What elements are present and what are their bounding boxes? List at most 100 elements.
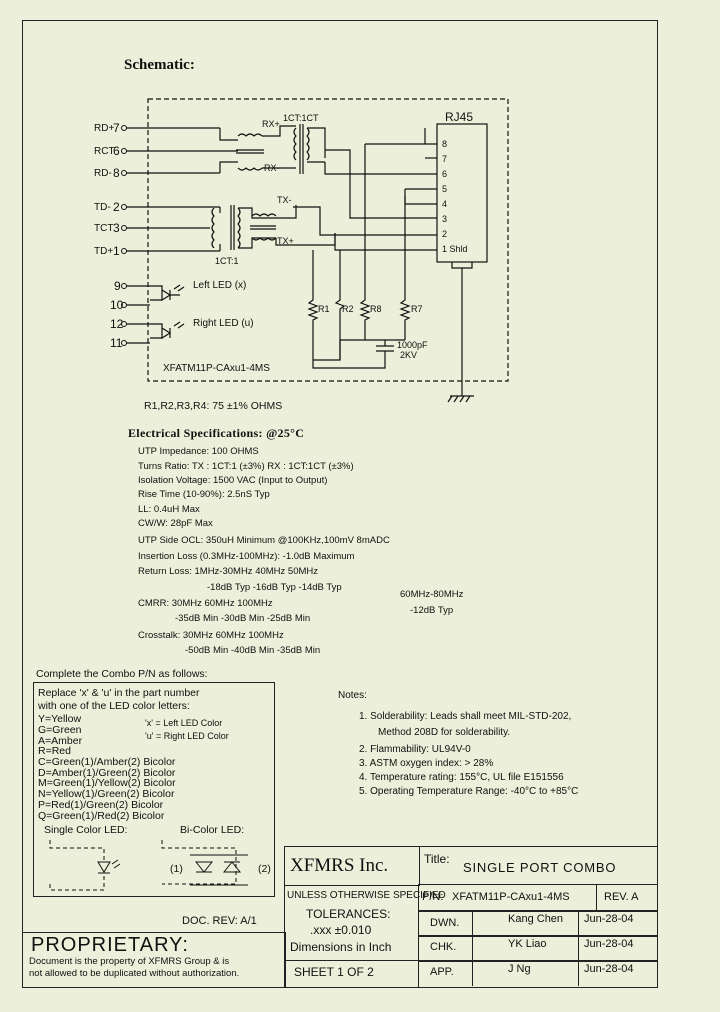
app-name: J Ng (508, 963, 531, 975)
right-led-label: Right LED (u) (193, 318, 254, 329)
led-pin-11: 11 (110, 336, 123, 350)
combo-line: Replace 'x' & 'u' in the part number (38, 687, 200, 699)
combo-line: A=Amber (38, 735, 83, 747)
schematic-title: Schematic: (124, 57, 195, 73)
note-item: Method 208D for solderability. (378, 727, 511, 738)
combo-line: with one of the LED color letters: (38, 700, 190, 712)
dwn-row (418, 910, 658, 937)
dwn-name: Kang Chen (508, 913, 564, 925)
note-item: 2. Flammability: UL94V-0 (359, 744, 471, 755)
tolerances-label: TOLERANCES: (306, 907, 391, 921)
spec-line: -18dB Typ -16dB Typ -14dB Typ (207, 582, 342, 593)
rx-minus-label: RX- (264, 163, 280, 173)
app-date: Jun-28-04 (584, 963, 634, 975)
unless-specified: UNLESS OTHERWISE SPECIFIED (287, 890, 446, 901)
proprietary-title: PROPRIETARY: (31, 934, 189, 956)
combo-heading: Complete the Combo P/N as follows: (36, 668, 208, 680)
rj45-label: RJ45 (445, 110, 474, 124)
single-led-label: Single Color LED: (44, 824, 128, 836)
led-pin-10: 10 (110, 298, 124, 312)
dimensions-unit: Dimensions in Inch (290, 940, 392, 954)
pn-label: P/N: (422, 891, 444, 903)
schematic-part-number: XFATM11P-CAxu1-4MS (163, 363, 270, 374)
tolerance-value: .xxx ±0.010 (310, 923, 372, 937)
spec-line: LL: 0.4uH Max (138, 504, 200, 515)
rj45-pin-1-shield: 1 Shld (442, 244, 468, 254)
spec-line: -50dB Min -40dB Min -35dB Min (185, 645, 321, 656)
resistor-r1: R1 (318, 304, 330, 314)
pin-label-rd-minus: RD- (94, 168, 112, 179)
pin-num-2: 2 (113, 200, 120, 214)
u-legend: 'u' = Right LED Color (145, 731, 229, 741)
tx-plus-label: TX+ (277, 236, 294, 246)
rj45-pin-5: 5 (442, 184, 448, 194)
spec-line: Return Loss: 1MHz-30MHz 40MHz 50MHz (138, 566, 319, 577)
resistor-r2: R2 (342, 304, 354, 314)
rj45-pin-8: 8 (442, 139, 448, 149)
spec-line: Crosstalk: 30MHz 60MHz 100MHz (138, 630, 284, 641)
rj45-pin-3: 3 (442, 214, 448, 224)
combo-line: Q=Green(1)/Red(2) Bicolor (38, 810, 165, 822)
note-item: 3. ASTM oxygen index: > 28% (359, 758, 494, 769)
bicolor-led-label: Bi-Color LED: (180, 824, 245, 836)
combo-line: C=Green(1)/Amber(2) Bicolor (38, 756, 176, 768)
resistor-r7: R7 (411, 304, 423, 314)
capacitor-voltage: 2KV (400, 350, 418, 360)
pn-value: XFATM11P-CAxu1-4MS (452, 891, 570, 903)
spec-line: UTP Impedance: 100 OHMS (138, 446, 259, 457)
pin-num-8: 8 (113, 166, 120, 180)
return-loss-extra-value: -12dB Typ (410, 605, 454, 616)
pin-label-tct: TCT (94, 223, 114, 234)
electrical-specs-title: Electrical Specifications: @25°C (128, 426, 305, 440)
spec-line: CMRR: 30MHz 60MHz 100MHz (138, 598, 273, 609)
note-item: 5. Operating Temperature Range: -40°C to… (359, 786, 579, 797)
tx-minus-label: TX- (277, 195, 292, 205)
pin-label-rd-plus: RD+ (94, 123, 115, 134)
proprietary-line-1: Document is the property of XFMRS Group … (29, 956, 230, 967)
spec-line: Turns Ratio: TX : 1CT:1 (±3%) RX : 1CT:1… (138, 461, 354, 472)
transformer-label-top: 1CT:1CT (283, 113, 319, 123)
pin-num-6: 6 (113, 144, 120, 158)
title-label: Title: (424, 852, 450, 866)
spec-line: Rise Time (10-90%): 2.5nS Typ (138, 489, 270, 500)
app-label: APP. (430, 966, 454, 978)
combo-line: P=Red(1)/Green(2) Bicolor (38, 799, 164, 811)
rev-cell (596, 884, 658, 912)
pin-label-td-plus: TD+ (94, 246, 114, 257)
resistor-r8: R8 (370, 304, 382, 314)
transformer-label-bottom: 1CT:1 (215, 256, 239, 266)
pin-num-1: 1 (113, 244, 120, 258)
company-name: XFMRS Inc. (290, 855, 389, 876)
led-pin-12: 12 (110, 317, 124, 331)
rj45-pin-6: 6 (442, 169, 448, 179)
dwn-label: DWN. (430, 917, 460, 929)
combo-line: M=Green(1)/Yellow(2) Bicolor (38, 777, 176, 789)
rx-plus-label: RX+ (262, 119, 280, 129)
bicolor-1-label: (1) (170, 863, 183, 875)
spec-line: CW/W: 28pF Max (138, 518, 213, 529)
combo-line: D=Amber(1)/Green(2) Bicolor (38, 767, 176, 779)
notes-title: Notes: (338, 690, 367, 701)
capacitor-value: 1000pF (397, 340, 428, 350)
drawing-title: SINGLE PORT COMBO (463, 860, 617, 875)
app-row (418, 960, 658, 988)
led-pin-9: 9 (114, 279, 121, 293)
spec-line: Isolation Voltage: 1500 VAC (Input to Ou… (138, 475, 328, 486)
chk-name: YK Liao (508, 938, 547, 950)
divider (284, 960, 418, 961)
combo-line: N=Yellow(1)/Green(2) Bicolor (38, 788, 175, 800)
dwn-date: Jun-28-04 (584, 913, 634, 925)
divider (472, 910, 473, 986)
proprietary-line-2: not allowed to be duplicated without aut… (29, 968, 240, 979)
doc-revision: DOC. REV: A/1 (182, 915, 257, 927)
bicolor-2-label: (2) (258, 863, 271, 875)
sheet-number: SHEET 1 OF 2 (294, 965, 374, 979)
spec-line: Insertion Loss (0.3MHz-100MHz): -1.0dB M… (138, 551, 355, 562)
left-led-label: Left LED (x) (193, 280, 247, 291)
combo-line: Y=Yellow (38, 713, 82, 725)
spec-line: -35dB Min -30dB Min -25dB Min (175, 613, 311, 624)
return-loss-extra-freq: 60MHz-80MHz (400, 589, 464, 600)
pin-label-td-minus: TD- (94, 202, 111, 213)
rj45-pin-4: 4 (442, 199, 448, 209)
